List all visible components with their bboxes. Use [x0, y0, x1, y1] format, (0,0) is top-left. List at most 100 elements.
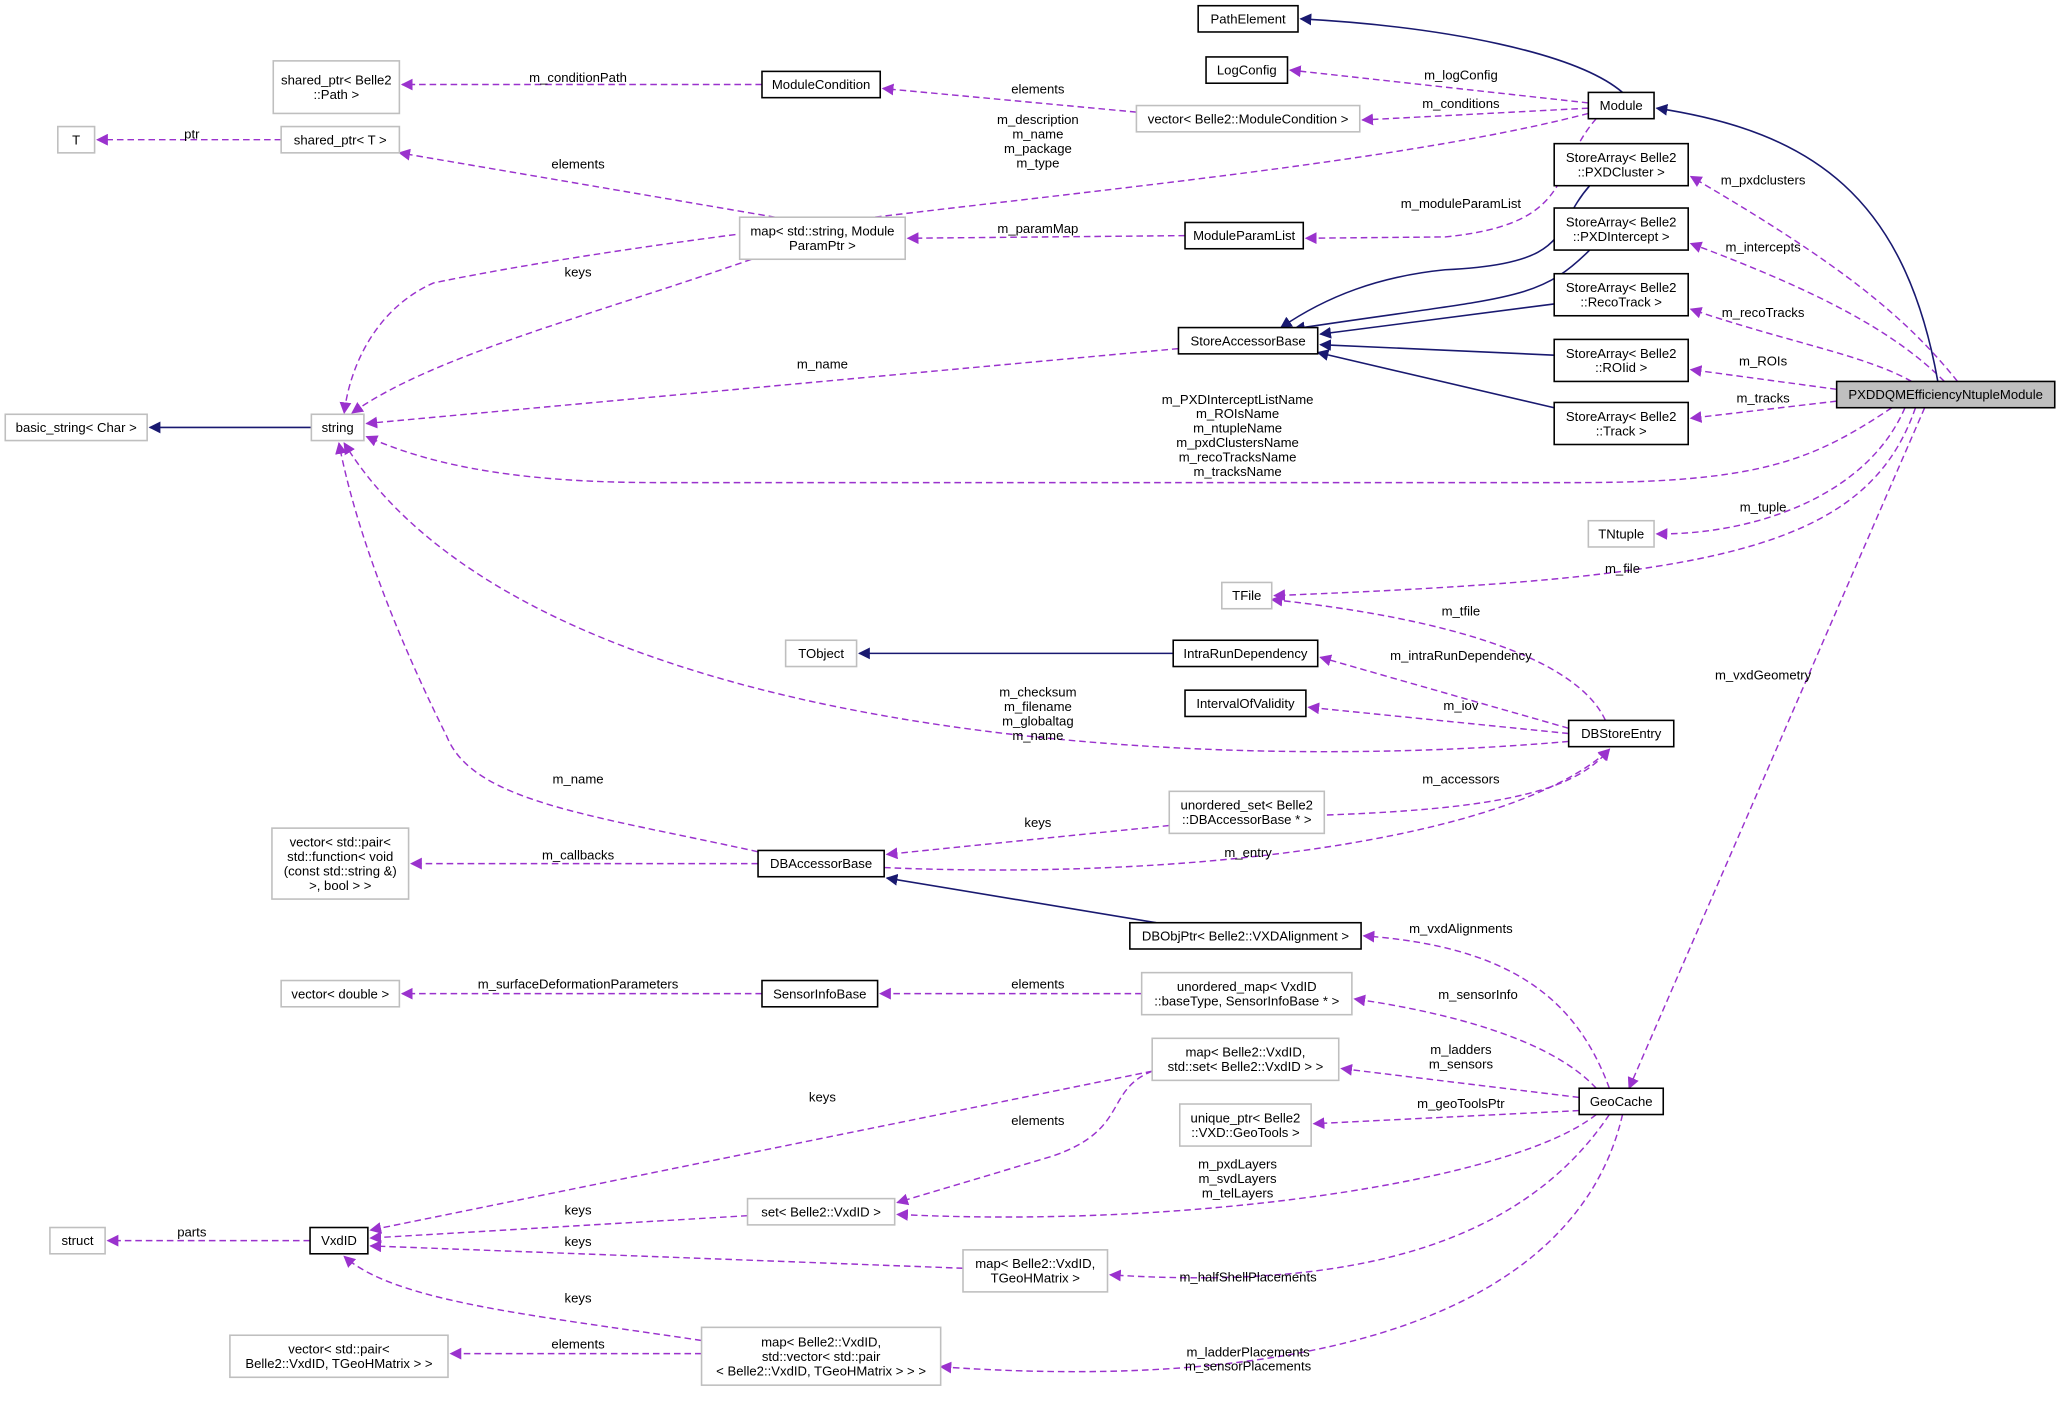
edge-label: m_vxdAlignments	[1409, 921, 1513, 936]
class-node-store-accessor-base[interactable]: StoreAccessorBase	[1177, 326, 1319, 355]
node-label: set< Belle2::VxdID >	[761, 1204, 881, 1219]
node-box	[761, 979, 879, 1008]
class-node-dbaccessor-base[interactable]: DBAccessorBase	[757, 849, 885, 878]
inheritance-edge-focus-to-module	[1655, 103, 1939, 382]
usage-edge-uset-accessor-to-dbstore-entry	[1326, 748, 1611, 816]
usage-edge-map-vec-pair-to-vxd-id	[343, 1255, 702, 1342]
usage-edge-focus-to-tfile	[1273, 407, 1917, 602]
node-label: IntervalOfValidity	[1196, 696, 1295, 711]
edge-label: keys	[565, 1234, 592, 1249]
class-node-tntuple: TNtuple	[1587, 519, 1655, 548]
edge-label: elements	[1011, 1113, 1065, 1128]
usage-edge-module-to-module-param-list	[1304, 118, 1597, 245]
class-node-module[interactable]: Module	[1587, 91, 1655, 120]
class-node-vxd-id[interactable]: VxdID	[309, 1226, 369, 1255]
class-node-map-vec-pair: map< Belle2::VxdID,std::vector< std::pai…	[700, 1326, 942, 1386]
node-box	[1205, 56, 1289, 84]
node-box	[1587, 91, 1655, 120]
class-node-sensor-info-base[interactable]: SensorInfoBase	[761, 979, 879, 1008]
class-node-module-condition[interactable]: ModuleCondition	[761, 70, 882, 99]
class-node-sapxdintercept[interactable]: StoreArray< Belle2::PXDIntercept >	[1553, 207, 1689, 251]
usage-edge-geo-cache-to-map-vec-pair	[939, 1114, 1624, 1374]
edge-label: m_tuple	[1740, 500, 1787, 515]
node-label: ParamPtr >	[789, 238, 856, 253]
class-node-t: T	[57, 125, 96, 154]
class-node-dbobj-ptr[interactable]: DBObjPtr< Belle2::VXDAlignment >	[1129, 921, 1362, 950]
node-box	[1553, 142, 1689, 187]
node-box	[1587, 519, 1655, 548]
class-node-path-element[interactable]: PathElement	[1197, 4, 1299, 33]
node-box	[1835, 380, 2056, 409]
node-label: StoreArray< Belle2	[1566, 150, 1677, 165]
class-node-sareco-track[interactable]: StoreArray< Belle2::RecoTrack >	[1553, 272, 1689, 317]
edge-label: m_checksum	[999, 685, 1076, 700]
node-box	[280, 979, 401, 1008]
node-box	[1140, 971, 1353, 1016]
node-label: DBStoreEntry	[1581, 726, 1662, 741]
edge-label: m_ROIs	[1739, 354, 1788, 369]
node-label: ::PXDIntercept >	[1573, 229, 1670, 244]
usage-edge-map-param-to-string	[351, 258, 752, 414]
class-node-saroiid[interactable]: StoreArray< Belle2::ROIid >	[1553, 338, 1689, 383]
edge-label: m_callbacks	[542, 848, 615, 863]
class-node-focus[interactable]: PXDDQMEfficiencyNtupleModule	[1835, 380, 2056, 409]
node-box	[1172, 639, 1319, 668]
node-label: ::ROIid >	[1595, 360, 1647, 375]
class-node-geo-cache[interactable]: GeoCache	[1578, 1087, 1665, 1116]
node-box	[1197, 4, 1299, 33]
node-label: string	[322, 420, 354, 435]
node-label: struct	[61, 1233, 93, 1248]
edge-label: m_sensors	[1429, 1057, 1494, 1072]
class-node-sapxdcluster[interactable]: StoreArray< Belle2::PXDCluster >	[1553, 142, 1689, 187]
node-box	[761, 70, 882, 99]
node-label: DBObjPtr< Belle2::VXDAlignment >	[1142, 928, 1350, 943]
node-label: VxdID	[321, 1233, 357, 1248]
node-label: StoreArray< Belle2	[1566, 214, 1677, 229]
class-node-set-vxd-id: set< Belle2::VxdID >	[746, 1197, 896, 1226]
node-label: shared_ptr< T >	[294, 132, 387, 147]
usage-edge-module-param-list-to-map-param	[906, 232, 1186, 245]
usage-edge-focus-to-satrack	[1689, 400, 1837, 423]
edge-label: m_sensorInfo	[1438, 987, 1518, 1002]
inheritance-edge-dbobj-ptr-to-dbaccessor-base	[885, 873, 1157, 924]
class-node-basic-string: basic_string< Char >	[4, 413, 148, 442]
usage-edge-uset-accessor-to-dbaccessor-base	[885, 824, 1170, 860]
node-label: LogConfig	[1217, 63, 1277, 78]
node-label: std::set< Belle2::VxdID > >	[1168, 1059, 1324, 1074]
edge-label: m_sensorPlacements	[1185, 1359, 1312, 1374]
usage-edge-dbstore-entry-to-interval-of-validity	[1307, 702, 1569, 735]
class-node-tobject: TObject	[784, 639, 858, 668]
edge-label: m_type	[1016, 155, 1059, 170]
usage-edge-focus-to-tntuple	[1655, 407, 1906, 540]
node-label: std::vector< std::pair	[762, 1349, 881, 1364]
class-node-module-param-list[interactable]: ModuleParamList	[1184, 221, 1305, 250]
class-node-dbstore-entry[interactable]: DBStoreEntry	[1567, 719, 1675, 748]
node-box	[1178, 1103, 1312, 1147]
node-label: (const std::string &)	[284, 863, 397, 878]
usage-edge-geo-cache-to-dbobj-ptr	[1362, 930, 1611, 1089]
edge-label: m_intraRunDependency	[1390, 648, 1532, 663]
class-node-intra-run-dependency[interactable]: IntraRunDependency	[1172, 639, 1319, 668]
class-node-umap-sensor: unordered_map< VxdID::baseType, SensorIn…	[1140, 971, 1353, 1016]
class-node-log-config[interactable]: LogConfig	[1205, 56, 1289, 84]
class-node-shared-path: shared_ptr< Belle2::Path >	[272, 60, 401, 115]
inheritance-edge-module-to-path-element	[1299, 13, 1624, 94]
node-box	[1177, 326, 1319, 355]
edge-label: elements	[1011, 976, 1065, 991]
class-node-satrack[interactable]: StoreArray< Belle2::Track >	[1553, 401, 1689, 446]
node-box	[1553, 401, 1689, 446]
node-label: unordered_map< VxdID	[1177, 979, 1317, 994]
node-box	[1184, 221, 1305, 250]
usage-edge-focus-to-string	[365, 407, 1893, 484]
node-box	[1567, 719, 1675, 748]
usage-edge-focus-to-geo-cache	[1627, 407, 1926, 1090]
class-node-interval-of-validity[interactable]: IntervalOfValidity	[1184, 689, 1307, 718]
edge-label: elements	[1011, 82, 1065, 97]
node-label: unique_ptr< Belle2	[1191, 1110, 1301, 1125]
edge-label: ptr	[184, 126, 200, 141]
node-box	[700, 1326, 942, 1386]
node-label: vector< std::pair<	[288, 1342, 390, 1357]
